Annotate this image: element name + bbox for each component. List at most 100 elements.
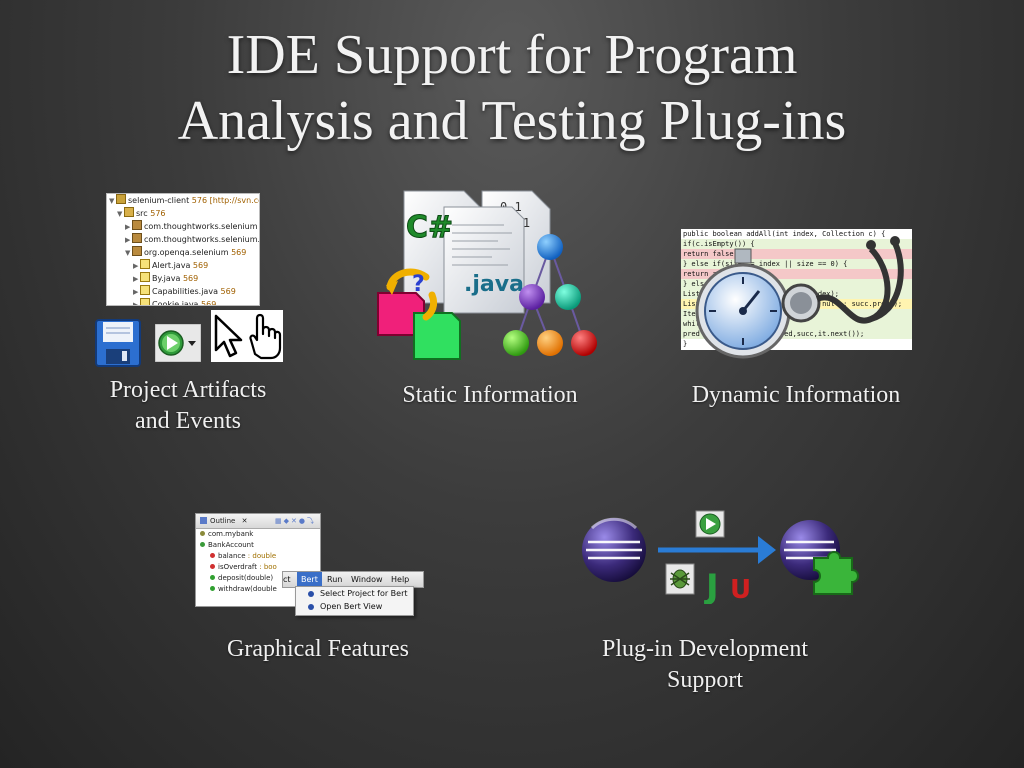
menu-ct[interactable]: ct — [283, 575, 291, 584]
java-label: .java — [464, 272, 524, 297]
outline-tab[interactable]: Outline ✕ ▦◆✕●⤵ — [196, 514, 320, 529]
svg-text:?: ? — [412, 272, 425, 297]
save-disk-icon — [95, 319, 141, 367]
java-file-icon — [140, 285, 150, 295]
junit-icon: J — [704, 567, 719, 604]
outline-row[interactable]: deposit(double) — [196, 573, 320, 584]
outline-row-label: isOverdraft — [218, 563, 258, 571]
caption-project-artifacts-line-1: Project Artifacts — [109, 377, 267, 403]
outline-row[interactable]: com.mybank — [196, 529, 320, 540]
code-line: } — [681, 349, 912, 350]
plugin-development-graphic: J U — [582, 510, 859, 604]
collapsed-arrow-icon[interactable]: ▶ — [133, 262, 139, 270]
java-file-icon — [140, 298, 150, 305]
collapsed-arrow-icon[interactable]: ▶ — [125, 236, 131, 244]
tree-node-green — [503, 330, 529, 356]
tree-row-name: By.java — [152, 274, 181, 283]
menu-run[interactable]: Run — [327, 575, 343, 584]
tree-row-name: src — [136, 209, 148, 218]
member-icon — [200, 542, 205, 547]
tree-row-revision: 569 — [182, 274, 199, 283]
bert-menu-item[interactable]: Open Bert View — [296, 600, 413, 613]
tree-row[interactable]: ▶ By.java 569 — [107, 272, 259, 285]
tree-row-name: Alert.java — [152, 261, 191, 270]
code-line: return false; — [681, 249, 912, 259]
outline-row-label: balance — [218, 552, 246, 560]
code-line: } else { — [681, 279, 912, 289]
caption-plugin-development-line-1: Plug-in Development — [602, 636, 808, 662]
outline-row[interactable]: balance : double — [196, 551, 320, 562]
tree-row[interactable]: ▶com.thoughtworks.selenium.co — [107, 233, 259, 246]
bert-menu-item-label: Select Project for Bert — [320, 589, 408, 598]
outline-row-label: deposit(double) — [218, 574, 274, 582]
run-dropdown-icon — [155, 324, 201, 362]
caption-dynamic-information: Dynamic Information — [691, 382, 901, 408]
slide-title-line-2: Analysis and Testing Plug-ins — [177, 90, 847, 152]
tree-row[interactable]: ▶com.thoughtworks.selenium 57 — [107, 220, 259, 233]
tree-node-teal — [555, 284, 581, 310]
member-icon — [210, 564, 215, 569]
stopwatch-stethoscope-graphic — [695, 236, 904, 359]
puzzle-piece-icon — [813, 551, 859, 595]
expanded-arrow-icon[interactable]: ▼ — [117, 210, 123, 218]
tree-row-name: com.thoughtworks.selenium — [144, 222, 258, 231]
project-icon — [116, 194, 126, 204]
member-icon — [210, 553, 215, 558]
collapsed-arrow-icon[interactable]: ▶ — [133, 288, 139, 296]
outline-row[interactable]: BankAccount — [196, 540, 320, 551]
tree-row[interactable]: ▼ src 576 — [107, 207, 259, 220]
tree-row-revision: 576 — [150, 209, 166, 218]
package-icon — [132, 246, 142, 256]
expanded-arrow-icon[interactable]: ▼ — [109, 197, 115, 205]
code-line: } — [681, 339, 912, 349]
caption-plugin-development-line-2: Support — [666, 667, 743, 693]
tree-row-revision: 569 — [231, 248, 247, 257]
caption-static-information: Static Information — [402, 382, 578, 408]
code-line: public boolean addAll(int index, Collect… — [681, 229, 912, 239]
member-icon — [210, 586, 215, 591]
bert-icon — [308, 591, 314, 597]
slide-title: IDE Support for Program Analysis and Tes… — [0, 22, 1024, 154]
outline-icon — [200, 517, 207, 524]
member-icon — [200, 531, 205, 536]
tree-row[interactable]: ▼org.openqa.selenium 569 — [107, 246, 259, 259]
outline-row-label: BankAccount — [208, 541, 254, 549]
outline-row[interactable]: withdraw(double — [196, 584, 320, 595]
project-explorer-tree: ▼selenium-client 576 [http://svn.cc.ga▼s… — [106, 193, 260, 306]
bert-menu-item[interactable]: Select Project for Bert — [296, 587, 413, 600]
tree-row-revision: 576 [http://svn.cc.ga — [191, 196, 259, 205]
tree-node-red — [571, 330, 597, 356]
caption-project-artifacts: Project Artifacts and Events — [88, 375, 288, 437]
tree-node-root — [537, 234, 563, 260]
outline-row-label: withdraw(double — [218, 585, 277, 593]
tree-row[interactable]: ▶Alert.java 569 — [107, 259, 259, 272]
menu-bert[interactable]: Bert — [297, 572, 322, 587]
collapsed-arrow-icon[interactable]: ▶ — [133, 275, 139, 283]
collapsed-arrow-icon[interactable]: ▶ — [125, 223, 131, 231]
menu-help[interactable]: Help — [391, 575, 410, 584]
tree-row[interactable]: ▼selenium-client 576 [http://svn.cc.ga — [107, 194, 259, 207]
tree-row-revision: 569 — [201, 300, 217, 306]
code-line: } else if(size == index || size == 0) { — [681, 259, 912, 269]
static-information-graphic: 0 1 0 0 1 1 1 0 C# .java ? — [377, 190, 597, 360]
bert-icon — [308, 604, 314, 610]
package-icon — [132, 220, 142, 230]
collapsed-arrow-icon[interactable]: ▶ — [133, 301, 139, 306]
outline-tab-label: Outline — [210, 517, 236, 525]
cursor-pointer-icon — [211, 310, 283, 362]
slide-title-line-1: IDE Support for Program — [226, 24, 798, 86]
close-icon[interactable]: ✕ — [241, 517, 248, 525]
tree-row[interactable]: ▶Capabilities.java 569 — [107, 285, 259, 298]
expanded-arrow-icon[interactable]: ▼ — [125, 249, 131, 257]
java-file-icon — [140, 259, 150, 269]
tree-row-name: Capabilities.java — [152, 287, 218, 296]
member-icon — [210, 575, 215, 580]
svg-text:U: U — [730, 575, 751, 604]
outline-row[interactable]: isOverdraft : boo — [196, 562, 320, 573]
menu-window[interactable]: Window — [351, 575, 383, 584]
tree-row[interactable]: ▶Cookie.java 569 — [107, 298, 259, 306]
caption-plugin-development: Plug-in Development Support — [580, 634, 830, 696]
code-line: if(c.isEmpty()) { — [681, 239, 912, 249]
